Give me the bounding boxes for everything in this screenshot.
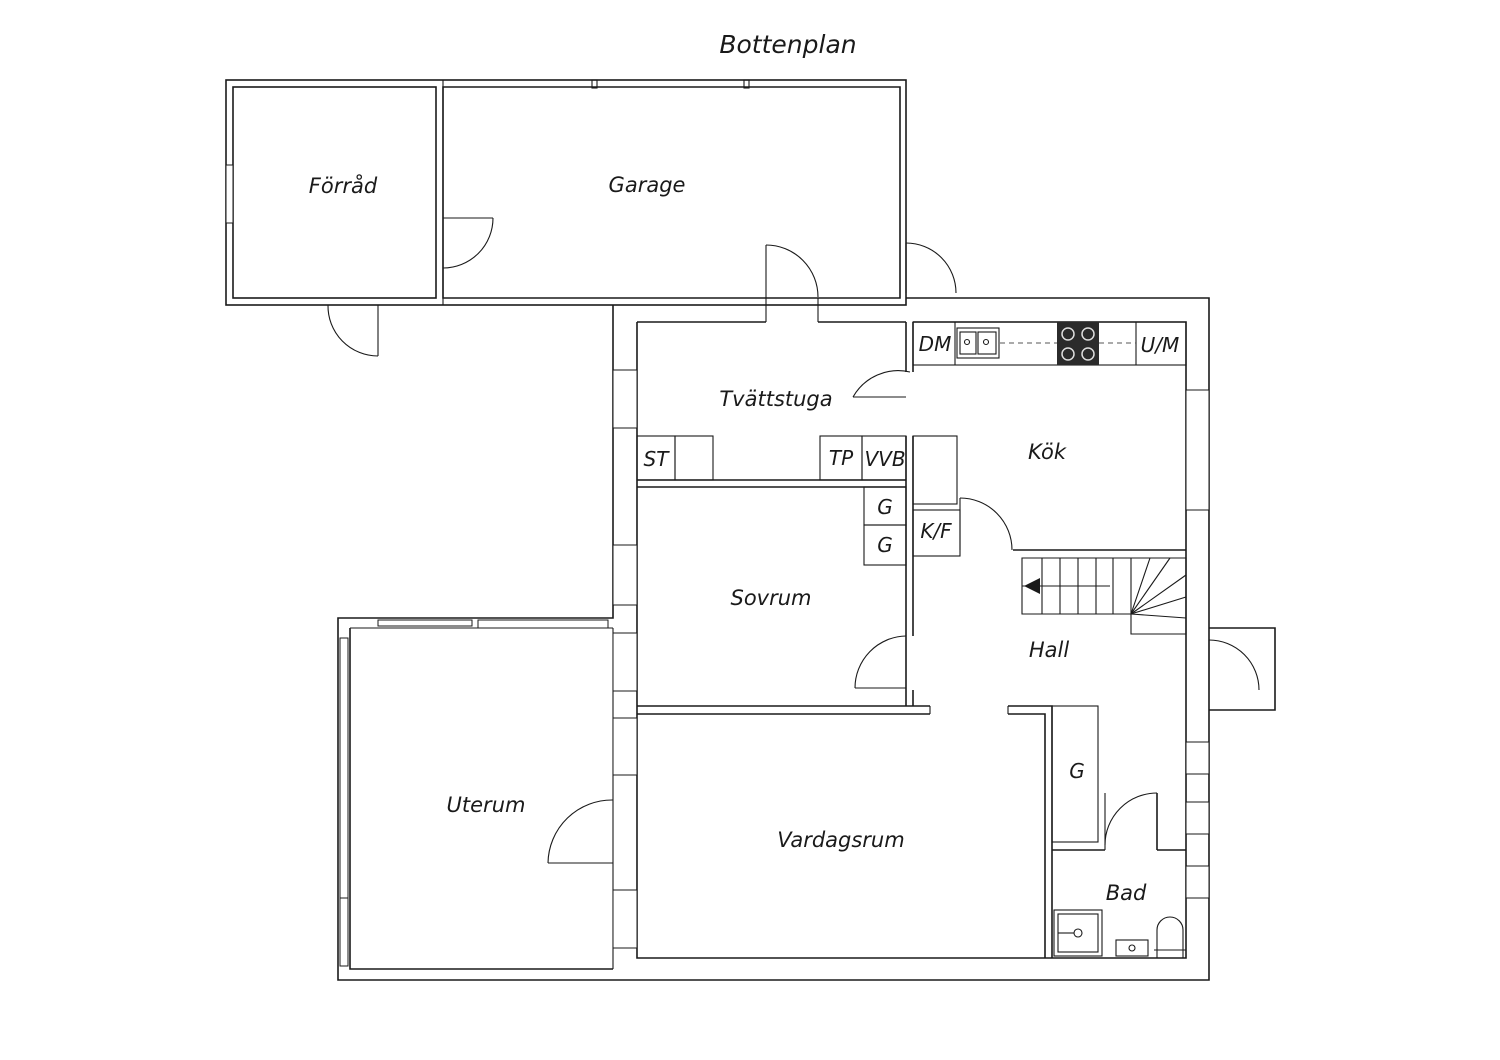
- fixture-dm: DM: [919, 332, 952, 356]
- room-label-sovrum: Sovrum: [730, 586, 811, 610]
- laundry-fixtures: [636, 435, 907, 481]
- shower-icon: [1053, 909, 1103, 957]
- washbasin-icon: [1115, 939, 1149, 957]
- bathroom-fixtures: [1053, 909, 1186, 958]
- room-label-garage: Garage: [609, 173, 686, 197]
- room-label-tvattstuga: Tvättstuga: [719, 387, 832, 411]
- room-label-kok: Kök: [1028, 440, 1067, 464]
- west-windows: [612, 369, 638, 949]
- closet-g-hall: G: [1069, 759, 1085, 783]
- fixture-st: ST: [644, 447, 671, 471]
- room-label-uterum: Uterum: [447, 793, 526, 817]
- closet-g-lower: G: [877, 533, 893, 557]
- east-windows: [1185, 389, 1210, 899]
- interior-walls: [637, 322, 1186, 958]
- interior-doors: [547, 244, 1158, 864]
- fixture-vvb: VVB: [864, 447, 905, 471]
- room-label-forrad: Förråd: [309, 173, 378, 198]
- kitchen-fixtures: [912, 321, 1187, 557]
- room-label-vardagsrum: Vardagsrum: [777, 828, 904, 852]
- room-label-bad: Bad: [1106, 881, 1147, 905]
- closet-g-upper: G: [877, 495, 893, 519]
- stair-arrow-icon: [1024, 578, 1040, 594]
- staircase: [1021, 557, 1187, 635]
- entrance-porch: [1208, 627, 1276, 711]
- sink-icon: [956, 327, 1000, 359]
- fixture-um: U/M: [1141, 333, 1180, 357]
- forrad-window: [225, 164, 234, 224]
- outbuilding-doors: [327, 217, 957, 357]
- plan-title: Bottenplan: [719, 30, 856, 59]
- fixture-kf: K/F: [920, 519, 952, 543]
- uterum-glazing: [339, 619, 609, 967]
- room-label-hall: Hall: [1029, 638, 1069, 662]
- fixture-tp: TP: [829, 446, 854, 470]
- sovrum-closets: [863, 486, 907, 566]
- toilet-icon: [1156, 916, 1184, 958]
